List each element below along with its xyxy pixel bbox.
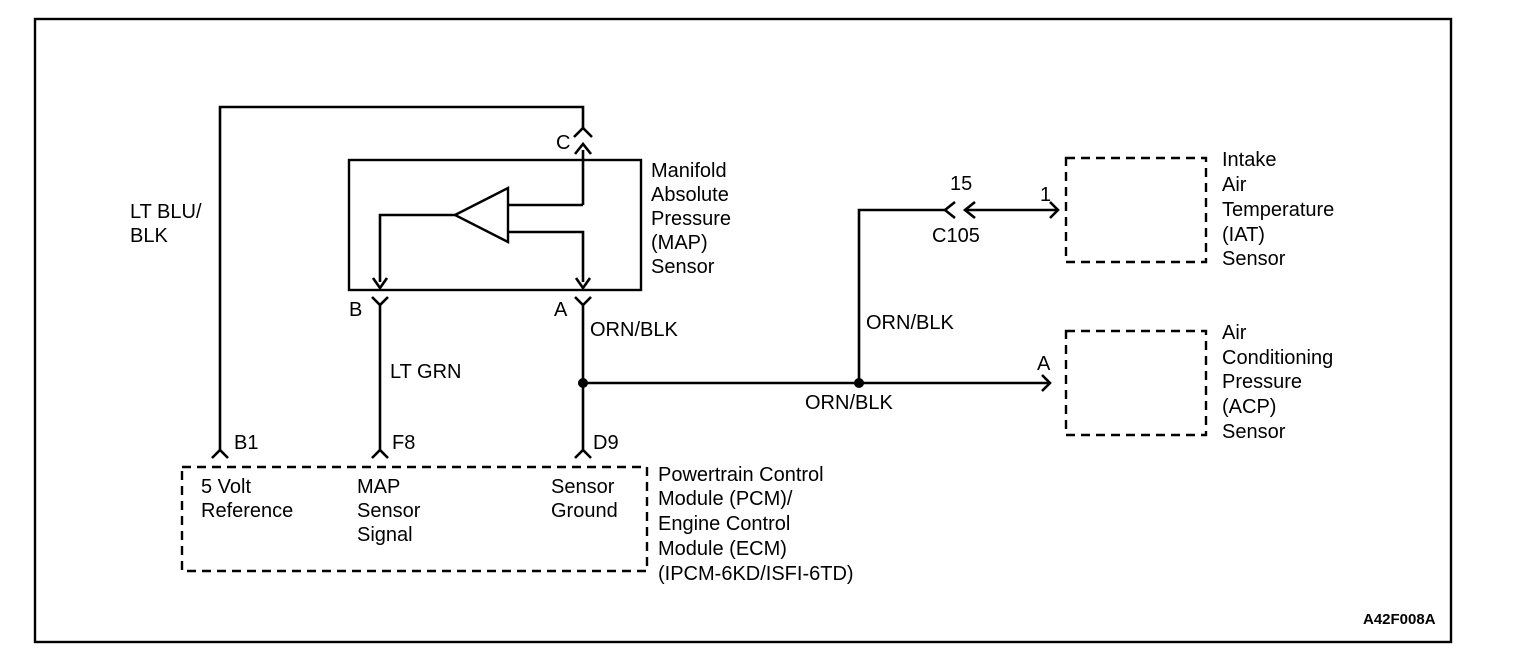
map-a-arrow-icon (574, 277, 592, 291)
label-connector-a: A (554, 299, 568, 321)
pcm-f8-connector-icon (371, 448, 389, 459)
label-c105-name: C105 (932, 225, 980, 247)
pcm-d9-connector-icon (574, 448, 592, 459)
label-wire-orn-blk-acp: ORN/BLK (805, 392, 893, 414)
label-pcm-d9: D9 (593, 432, 619, 454)
map-sensor-box (347, 158, 643, 292)
label-wire-orn-blk-map: ORN/BLK (590, 319, 678, 341)
map-b-arrow-icon (371, 277, 389, 291)
pcm-label: Powertrain Control Module (PCM)/ Engine … (658, 464, 854, 585)
map-amp-gnd-lead (508, 230, 585, 282)
label-wire-lt-blu-blk-2: BLK (130, 225, 168, 247)
label-connector-c: C (556, 132, 570, 154)
map-amplifier-symbol (452, 186, 510, 244)
iat-connector-icon (1049, 201, 1060, 219)
map-c-arrow-icon (573, 141, 593, 155)
splice-left (578, 378, 588, 388)
map-amp-out-lead (378, 213, 455, 282)
pcm-box (180, 465, 649, 573)
pcm-terminal-sensor-ground: Sensor Ground (551, 476, 620, 522)
connector-a-icon (574, 296, 592, 307)
label-wire-orn-blk-c105: ORN/BLK (866, 312, 954, 334)
connector-c-icon (573, 126, 593, 138)
iat-sensor-box (1064, 156, 1208, 264)
wire-orn-blk-c105 (857, 208, 945, 383)
map-sensor-label: Manifold Absolute Pressure (MAP) Sensor (651, 160, 737, 278)
acp-connector-icon (1041, 374, 1052, 392)
label-c105-pin: 15 (950, 173, 972, 195)
label-wire-lt-grn: LT GRN (390, 361, 462, 383)
c105-female-icon (942, 200, 956, 220)
label-iat-pin: 1 (1040, 184, 1051, 206)
pcm-terminal-map-signal: MAP Sensor Signal (357, 476, 426, 546)
wire-lt-blu-blk (218, 105, 585, 450)
acp-sensor-label: Air Conditioning Pressure (ACP) Sensor (1222, 322, 1339, 443)
pcm-b1-connector-icon (211, 448, 229, 459)
acp-sensor-box (1064, 329, 1208, 437)
iat-sensor-label: Intake Air Temperature (IAT) Sensor (1222, 149, 1340, 270)
label-pcm-b1: B1 (234, 432, 258, 454)
pcm-terminal-5v-reference: 5 Volt Reference (201, 476, 293, 522)
diagram-frame (33, 17, 1453, 644)
connector-b-icon (371, 296, 389, 307)
label-wire-lt-blu-blk-1: LT BLU/ (130, 201, 202, 223)
label-acp-pin: A (1037, 353, 1051, 375)
label-pcm-f8: F8 (392, 432, 415, 454)
label-connector-b: B (349, 299, 362, 321)
figure-id: A42F008A (1363, 611, 1436, 628)
